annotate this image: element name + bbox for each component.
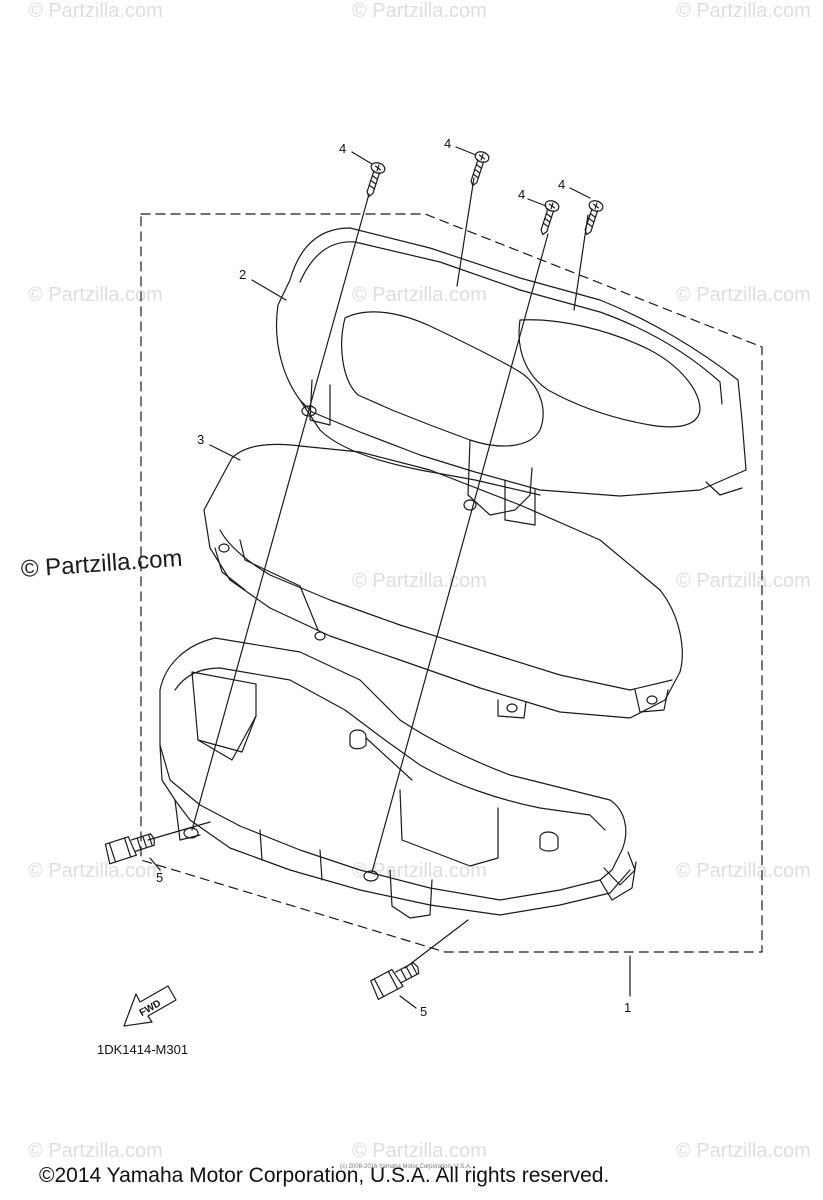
callout-4: 4 — [339, 141, 347, 156]
callout-4: 4 — [518, 187, 526, 202]
screw-line — [191, 193, 370, 831]
watermark-text: © Partzilla.com — [676, 0, 811, 22]
callout-1: 1 — [624, 1000, 632, 1015]
screw-part — [540, 200, 560, 236]
leader-line — [527, 198, 547, 207]
meter-case-part — [159, 637, 637, 919]
screw-line — [371, 233, 549, 873]
screw-part — [366, 162, 386, 198]
watermark-text: © Partzilla.com — [676, 1140, 811, 1162]
leader-line — [209, 444, 241, 461]
screw-part — [470, 151, 490, 187]
flange-bolt-part — [104, 833, 155, 865]
leader-line — [251, 279, 287, 301]
watermark-text: © Partzilla.com — [352, 284, 487, 306]
copyright-notice: ©2014 Yamaha Motor Corporation, U.S.A. A… — [39, 1164, 610, 1187]
callout-4: 4 — [444, 136, 452, 151]
leader-line — [149, 857, 161, 871]
watermark-text: © Partzilla.com — [676, 570, 811, 592]
bolt-line — [147, 821, 211, 841]
watermark-text: © Partzilla.com — [28, 860, 163, 882]
watermark-text: © Partzilla.com — [352, 0, 487, 22]
leader-line — [455, 146, 477, 156]
diagram-code: 1DK1414-M301 — [97, 1042, 189, 1057]
watermark-text: © Partzilla.com — [28, 1140, 163, 1162]
watermark-text: © Partzilla.com — [28, 0, 163, 22]
callout-2: 2 — [239, 267, 247, 282]
callout-4: 4 — [558, 177, 566, 192]
watermark-text: © Partzilla.com — [352, 570, 487, 592]
flange-bolt-part — [370, 962, 420, 1001]
watermark-text: © Partzilla.com — [28, 284, 163, 306]
callout-3: 3 — [197, 432, 205, 447]
watermark-text: © Partzilla.com — [352, 1140, 487, 1162]
watermark-text: © Partzilla.com — [676, 284, 811, 306]
bolt-line — [404, 919, 469, 969]
fwd-arrow-icon — [123, 985, 177, 1027]
watermark-text: © Partzilla.com — [676, 860, 811, 882]
lens-panel-part — [203, 443, 683, 719]
callout-5: 5 — [420, 1004, 428, 1019]
screw-part — [584, 200, 604, 236]
leader-line — [351, 151, 373, 165]
screw-line — [456, 177, 475, 287]
meter-cover-part — [275, 227, 747, 526]
leader-line — [569, 187, 591, 199]
callout-5: 5 — [156, 870, 164, 885]
fine-print: (c) 2008-2016 Yamaha Motor Corporation, … — [340, 1164, 472, 1170]
leader-line — [399, 995, 417, 1009]
assembly-boundary — [140, 213, 763, 953]
